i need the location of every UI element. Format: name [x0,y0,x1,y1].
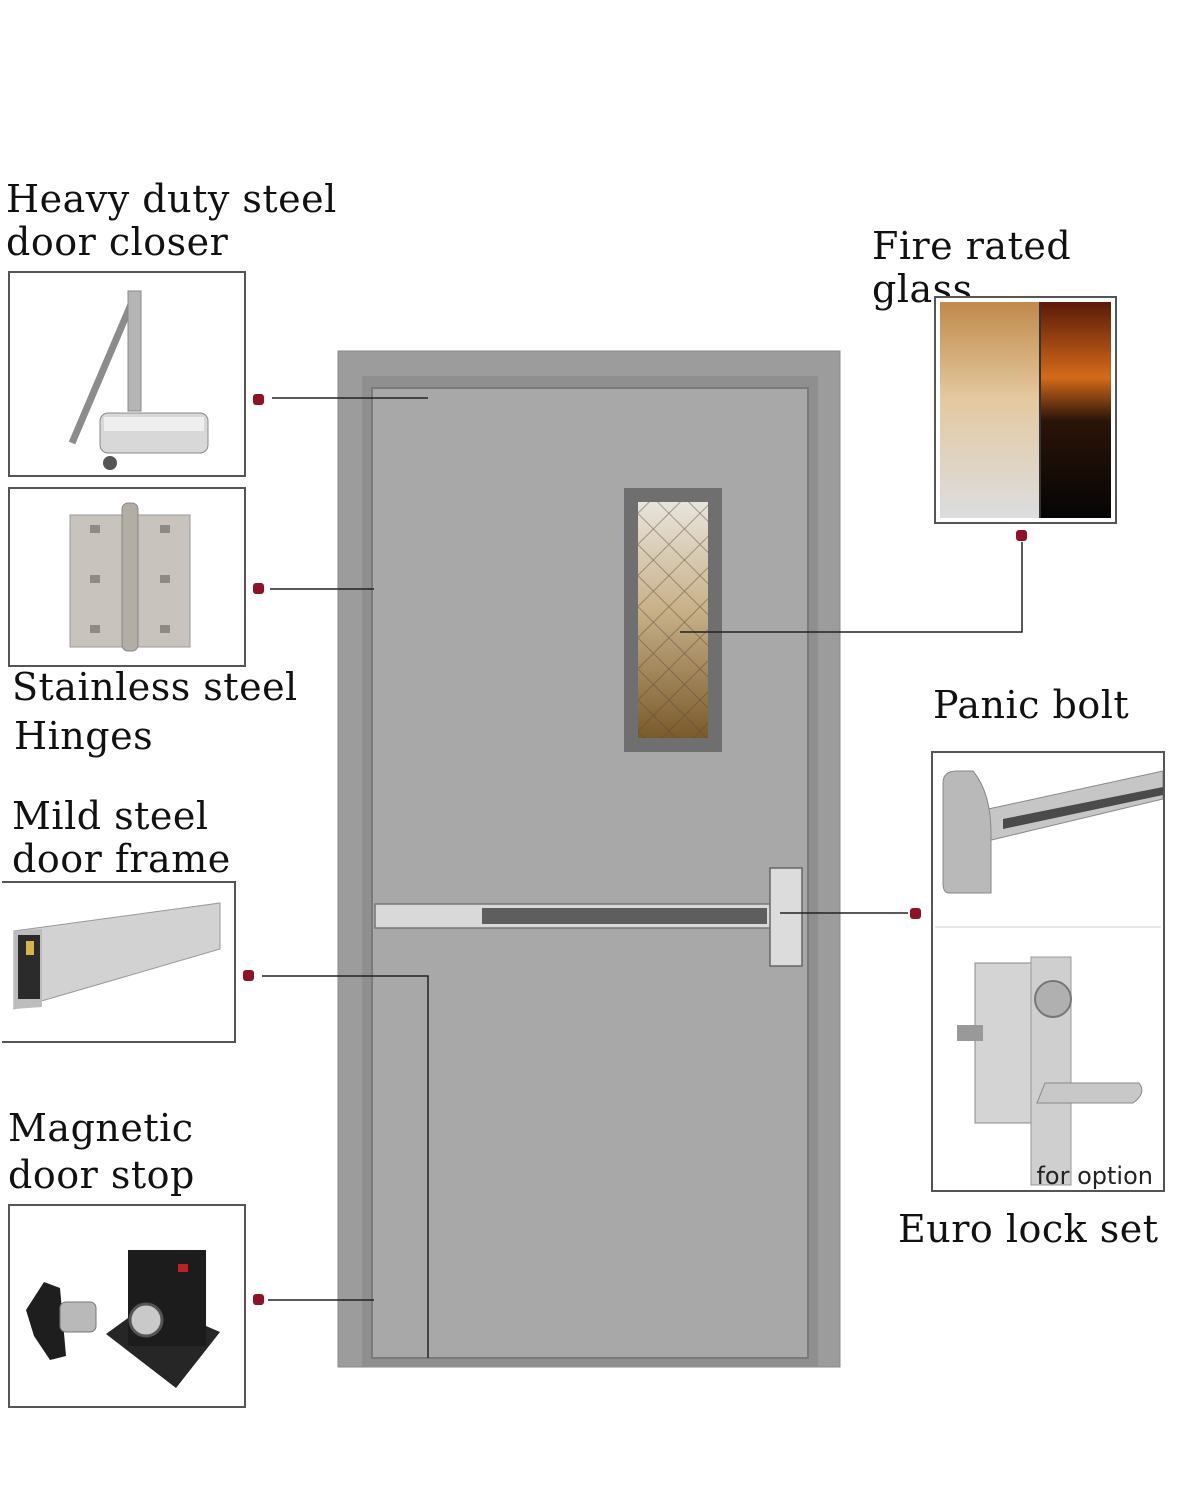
panic-lock-photo: for option [931,751,1165,1192]
fire-glass-photo [934,296,1117,524]
panic-bar-strip [482,908,767,924]
frame-profile-icon [13,902,221,1010]
mortise-lock-icon [957,956,1143,1186]
callout-dot-panic [910,908,921,919]
label-panic-bolt: Panic bolt [933,683,1130,727]
label-fire-glass: Fire rated glass [872,224,1072,311]
magnetic-stop-icon [26,1250,220,1388]
hinge-icon [69,502,191,652]
fire-glass-icon [940,302,1111,518]
for-option-note: for option [1036,1162,1153,1190]
callout-dot-glass [1016,530,1027,541]
door-closer-photo [8,271,246,477]
panic-bar-latch [769,867,803,967]
hinge-photo [8,487,246,667]
callout-dot-hinges [253,583,264,594]
callout-dot-stop [253,1294,264,1305]
label-euro-lock: Euro lock set [898,1207,1159,1251]
door-stop-photo [8,1204,246,1408]
panic-bar-icon [935,770,1163,928]
vision-glass-wire [638,502,708,738]
door-closer-icon [68,290,209,470]
leader-lines [262,397,1023,1358]
callout-dot-closer [253,394,264,405]
callout-dot-frame [243,970,254,981]
door-frame-photo [2,881,236,1043]
door-leaf [371,387,809,1359]
